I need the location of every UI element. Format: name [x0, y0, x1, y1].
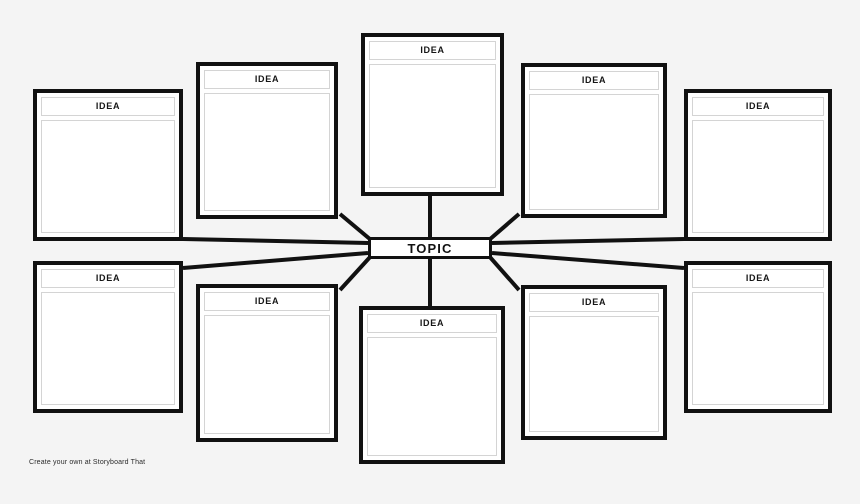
idea-header[interactable]: IDEA [692, 97, 824, 116]
connector-to-bottom-far-right [491, 251, 685, 270]
idea-header[interactable]: IDEA [529, 71, 659, 90]
idea-body[interactable] [204, 315, 330, 434]
connector-to-top-far-right [491, 237, 685, 245]
idea-bottom-center[interactable]: IDEA [359, 306, 505, 464]
idea-body[interactable] [41, 120, 175, 233]
idea-top-far-right[interactable]: IDEA [684, 89, 832, 241]
connector-to-bottom-far-left [182, 251, 369, 270]
idea-top-right[interactable]: IDEA [521, 63, 667, 218]
idea-header[interactable]: IDEA [369, 41, 496, 60]
topic-label: TOPIC [407, 240, 453, 256]
idea-header[interactable]: IDEA [41, 97, 175, 116]
idea-label: IDEA [254, 296, 280, 306]
footer-credit: Create your own at Storyboard That [29, 459, 146, 466]
idea-bottom-far-left[interactable]: IDEA [33, 261, 183, 413]
idea-bottom-left[interactable]: IDEA [196, 284, 338, 442]
idea-label: IDEA [745, 101, 771, 111]
topic-card[interactable]: TOPIC [368, 237, 492, 259]
idea-label: IDEA [581, 75, 607, 85]
idea-label: IDEA [581, 297, 607, 307]
idea-label: IDEA [95, 101, 121, 111]
idea-header[interactable]: IDEA [692, 269, 824, 288]
connector-to-bottom-left [338, 254, 373, 292]
idea-body[interactable] [692, 120, 824, 233]
idea-body[interactable] [369, 64, 496, 188]
idea-top-far-left[interactable]: IDEA [33, 89, 183, 241]
idea-bottom-right[interactable]: IDEA [521, 285, 667, 440]
connector-to-top-far-left [182, 237, 369, 245]
idea-label: IDEA [420, 45, 445, 55]
connector-to-bottom-right [487, 254, 521, 292]
idea-body[interactable] [367, 337, 497, 456]
connector-to-top-left [338, 212, 373, 242]
idea-body[interactable] [41, 292, 175, 405]
idea-header[interactable]: IDEA [204, 70, 330, 89]
idea-header[interactable]: IDEA [41, 269, 175, 288]
idea-body[interactable] [529, 94, 659, 210]
idea-label: IDEA [419, 318, 445, 328]
idea-body[interactable] [692, 292, 824, 405]
idea-label: IDEA [254, 74, 280, 84]
idea-body[interactable] [204, 93, 330, 211]
idea-header[interactable]: IDEA [367, 314, 497, 333]
idea-header[interactable]: IDEA [529, 293, 659, 312]
idea-top-center[interactable]: IDEA [361, 33, 504, 196]
idea-bottom-far-right[interactable]: IDEA [684, 261, 832, 413]
idea-top-left[interactable]: IDEA [196, 62, 338, 219]
connector-to-top-right [487, 212, 521, 242]
idea-body[interactable] [529, 316, 659, 432]
idea-header[interactable]: IDEA [204, 292, 330, 311]
idea-label: IDEA [95, 273, 121, 283]
idea-label: IDEA [745, 273, 771, 283]
